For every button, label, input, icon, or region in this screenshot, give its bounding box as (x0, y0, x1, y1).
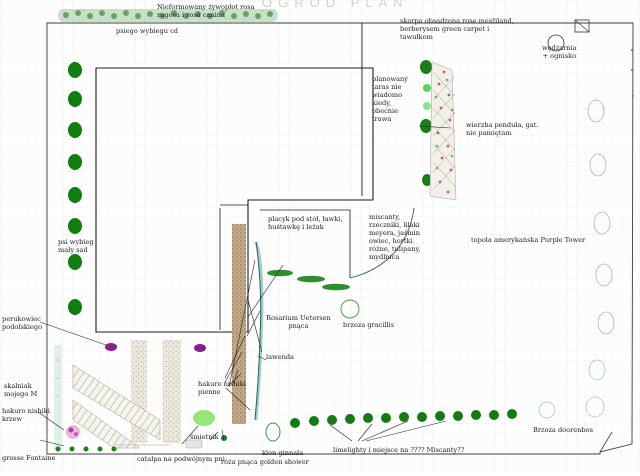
poplar-trees (587, 99, 615, 335)
catalpa-tree (193, 410, 215, 426)
limelight-row (290, 409, 517, 428)
house-outline (95, 67, 374, 333)
rock-garden (66, 425, 80, 439)
orchard-trees (68, 62, 82, 315)
patio-area (260, 207, 415, 279)
title-fragment: OGRÓD PLAN (262, 0, 409, 10)
label-bin: śmietnik (190, 433, 219, 441)
top-hedge (58, 9, 278, 22)
label-terrace: planowany taras nie wiadomo kiedy, obecn… (372, 75, 409, 123)
label-smokehouse: wędzarnia + ognisko (542, 44, 577, 60)
maple-ginnala (265, 422, 281, 442)
birch-gracillis (340, 299, 360, 319)
willow-group (420, 60, 432, 186)
label-smoke-bush: perukowiec podolskiego (2, 315, 43, 331)
label-dog-run: psi wybieg mały sad (58, 238, 94, 254)
label-rock-garden: skalniak mojego M (4, 382, 38, 398)
golden-shower-rose (221, 435, 227, 441)
grass-row (55, 446, 117, 452)
label-hakuro-shrub: hakuro nishiki krzew (2, 407, 50, 423)
label-maple: klon ginnala (262, 449, 304, 457)
label-birch-doorenbos: Brzoza doorenbos (533, 426, 593, 434)
birch-doorenbos (538, 359, 606, 419)
label-hakuro-standard: hakuro nishiki pienne (198, 380, 246, 396)
lavender-band (254, 241, 264, 421)
label-rosarium: Rosarium Uetersen pnąca (266, 314, 331, 330)
label-dog-run-cont: psiego wybiegu cd (116, 27, 178, 35)
brown-path (232, 224, 246, 424)
label-catalpa: catalpa na podwójnym pni (137, 455, 225, 463)
label-golden-shower: róża pnąca golden shower (221, 458, 309, 466)
label-slope: skarpa obsadzona rose meidiland, berbery… (400, 17, 514, 41)
label-willow: wierzba pendula, gat. nie pamiętam (466, 121, 539, 137)
left-strip-dots (56, 358, 60, 398)
stepping-stones (267, 269, 350, 291)
label-poplar: topola amerykańska Purple Tower (471, 236, 586, 244)
label-patio: placyk pod stół, ławki, huśtawkę i leżak (268, 215, 343, 231)
label-perennials: miscanty, rzeczniki, lilaki meyera, jaśm… (369, 213, 421, 261)
slope-planting (429, 61, 457, 201)
label-top-hedge: Nieformowany żywopłot rosa rugosa i rosa… (157, 3, 255, 19)
label-birch-gracillis: brzoza gracillis (343, 321, 395, 329)
label-limelight: limelighty i miejsce na ???? Miscanty?? (333, 446, 465, 454)
leader-lines (37, 125, 451, 447)
smoke-bushes (105, 343, 206, 352)
edge-dots (631, 49, 634, 97)
bin-shelter (185, 439, 203, 449)
smokehouse-square (574, 19, 590, 33)
label-grosse-fontaine: grosse Fontaine (2, 454, 56, 462)
gravel-driveway (72, 340, 181, 449)
label-lavender: lawenda (266, 353, 294, 361)
firepit-circle (547, 34, 565, 52)
